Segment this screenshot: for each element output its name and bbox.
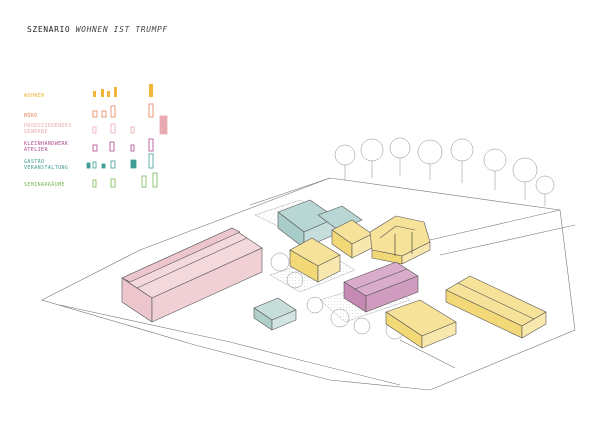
building-purple <box>343 261 419 313</box>
legend-label-buero-line1: BÜRO <box>24 113 38 119</box>
legend-bar <box>141 175 147 188</box>
site-boundary <box>41 177 576 391</box>
tree <box>270 252 290 272</box>
legend-label-produzierendes-line1: PRODUZIERENDES <box>24 123 72 129</box>
legend-bar <box>152 172 158 188</box>
legend-label-produzierendes-line2: GEWERBE <box>24 129 48 135</box>
tree <box>450 138 474 162</box>
legend-bar <box>92 144 98 152</box>
legend-bar <box>148 138 154 152</box>
legend-bar <box>114 87 117 97</box>
legend-bars-produzierendes <box>92 115 168 135</box>
building-wall <box>521 311 547 339</box>
legend-bar <box>148 103 154 118</box>
legend-label-gastro: GASTRO VERANSTALTUNG <box>24 159 68 171</box>
building-wall <box>271 309 297 331</box>
building-yellow-middle <box>385 299 457 349</box>
legend-label-seminar-line1: SEMINARRÄUME <box>24 182 65 188</box>
legend-label-wohnen-line1: WOHNEN <box>24 93 45 99</box>
legend-bars-gastro <box>86 153 154 169</box>
legend-bar <box>130 126 135 134</box>
legend-label-kleinhandwerk-line1: KLEINHANDWERK <box>24 141 69 147</box>
legend-bar <box>110 160 116 169</box>
road-edge <box>429 209 561 241</box>
road-edge <box>439 224 576 256</box>
building-yellow-cluster <box>289 215 431 283</box>
roof-ridge <box>457 282 535 320</box>
legend-bar <box>110 178 116 188</box>
page-title: SZENARIO WOHNEN IST TRUMPF <box>27 25 168 34</box>
legend-bar <box>149 84 153 97</box>
tree <box>353 317 371 335</box>
roof-ridge <box>354 268 408 290</box>
legend-bars-kleinhandwerk <box>92 138 154 152</box>
path-edge <box>249 177 331 206</box>
legend-bar <box>92 179 97 188</box>
tree <box>535 175 555 195</box>
building-yellow-right <box>445 275 547 339</box>
legend-bar <box>130 144 135 152</box>
tree <box>360 138 384 162</box>
legend-label-kleinhandwerk: KLEINHANDWERK ATELIER <box>24 141 68 153</box>
roof-ridge <box>379 225 416 239</box>
legend-bar <box>109 141 115 152</box>
legend-bar <box>130 159 137 169</box>
building-wall <box>151 247 263 323</box>
building-roof <box>121 227 241 283</box>
building-wall <box>401 241 431 265</box>
title-main: SZENARIO <box>27 25 71 34</box>
building-wall <box>317 254 341 283</box>
legend-bar <box>86 162 91 169</box>
roof-ridge <box>136 237 248 289</box>
building-wall <box>365 275 419 313</box>
legend-bar <box>148 153 154 169</box>
legend-bar <box>101 110 107 118</box>
legend-bar <box>92 110 98 118</box>
buildings <box>121 199 547 349</box>
legend-bar <box>159 115 168 135</box>
tree <box>306 296 324 314</box>
tree <box>483 148 507 172</box>
legend-bar <box>92 126 97 134</box>
tree <box>512 157 538 183</box>
title-subtitle: WOHNEN IST TRUMPF <box>75 25 168 34</box>
legend-bar <box>93 91 96 97</box>
legend-bar <box>107 91 110 97</box>
tree <box>330 308 350 328</box>
building-wall <box>421 321 457 349</box>
legend-bars-wohnen <box>93 84 153 97</box>
legend-bars-buero <box>92 103 154 118</box>
site-outline <box>41 177 576 391</box>
tree <box>389 137 411 159</box>
trees-outline <box>270 137 555 340</box>
legend-label-seminar: SEMINARRÄUME <box>24 182 65 188</box>
legend-bar <box>110 105 116 118</box>
building-small-teal <box>253 297 297 331</box>
legend-bar <box>110 123 116 134</box>
path-edge <box>399 339 456 369</box>
legend-bars <box>86 84 168 188</box>
legend-label-buero: BÜRO <box>24 113 38 119</box>
legend-label-produzierendes: PRODUZIERENDES GEWERBE <box>24 123 72 135</box>
building-hall-pink <box>121 227 263 323</box>
legend-bar <box>92 161 97 169</box>
legend-bars-seminar <box>92 172 158 188</box>
legend-bar <box>101 163 106 169</box>
tree <box>417 139 443 165</box>
tree <box>334 144 356 166</box>
legend-bar <box>101 89 104 97</box>
tree <box>286 271 304 289</box>
legend-label-gastro-line1: GASTRO <box>24 159 45 165</box>
road-edge <box>59 304 401 386</box>
legend-label-kleinhandwerk-line2: ATELIER <box>24 147 48 153</box>
legend-label-wohnen: WOHNEN <box>24 93 44 99</box>
legend-label-gastro-line2: VERANSTALTUNG <box>24 165 69 171</box>
